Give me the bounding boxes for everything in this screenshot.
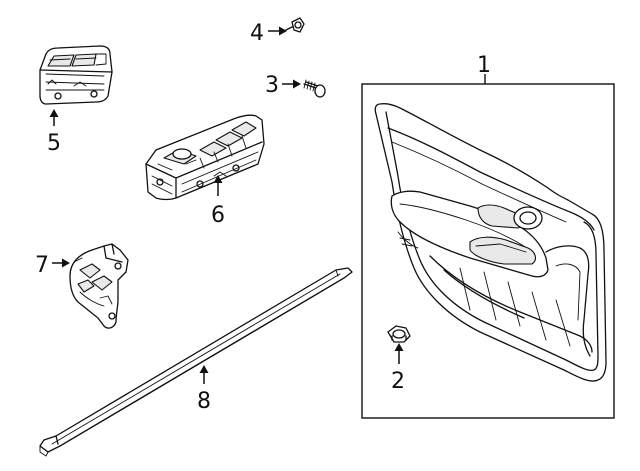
part-7-arrow (52, 258, 70, 268)
part-3-screw (303, 79, 326, 98)
callout-2: 2 (391, 369, 405, 394)
callout-7: 7 (35, 253, 49, 278)
part-5-switch (39, 45, 113, 105)
part-4-bolt (285, 17, 305, 33)
part-1-frame (361, 83, 615, 419)
part-8-arrow (199, 365, 209, 384)
callout-8: 8 (197, 389, 211, 414)
part-7-bracket (69, 243, 129, 329)
part-4-arrow (268, 26, 287, 36)
part-3-arrow (282, 79, 301, 89)
part-6-master-switch (145, 114, 265, 201)
part-8-weatherstrip (39, 267, 353, 457)
callout-4: 4 (250, 21, 264, 46)
callout-3: 3 (265, 73, 279, 98)
part-6-arrow (213, 175, 223, 196)
part-2-clip (387, 325, 411, 343)
part-1-door-trim-panel (361, 74, 615, 419)
part-5-arrow (49, 109, 59, 126)
part-2-arrow (394, 343, 404, 364)
callout-6: 6 (211, 203, 225, 228)
callout-1: 1 (477, 53, 491, 78)
callout-5: 5 (47, 131, 61, 156)
